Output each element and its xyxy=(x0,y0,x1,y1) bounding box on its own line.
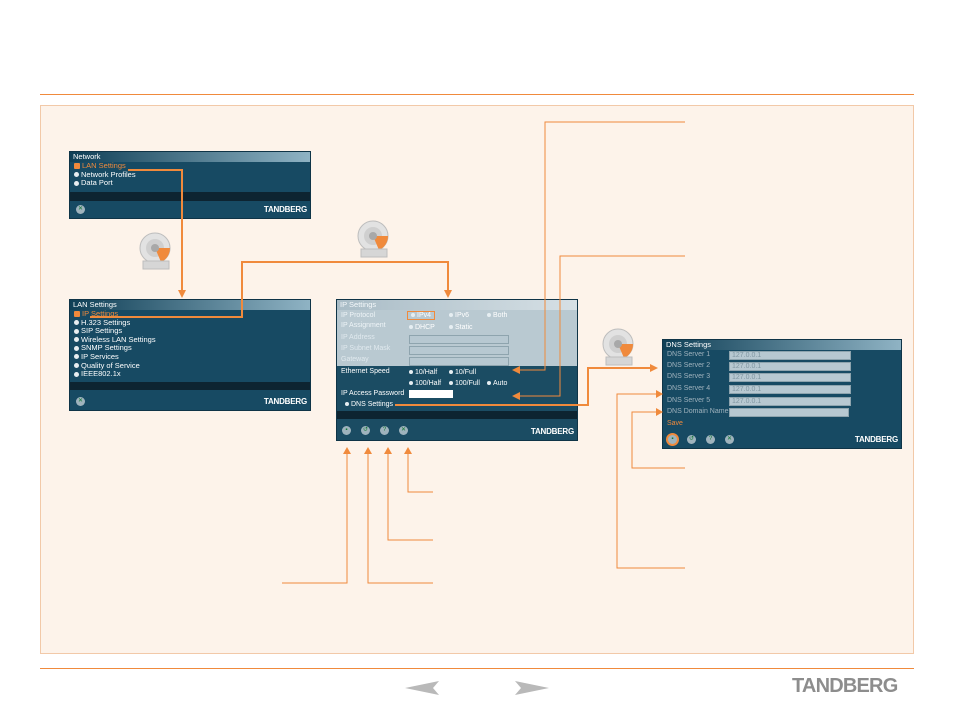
help-icon[interactable]: ? xyxy=(380,426,389,435)
option-label: Auto xyxy=(493,380,508,387)
menu-item-quality-of-service[interactable]: Quality of Service xyxy=(70,360,310,371)
header-rule xyxy=(40,94,914,95)
ip-address-field[interactable] xyxy=(409,335,509,344)
menu-item-label: SNMP Settings xyxy=(81,343,132,353)
menu-item-network-profiles[interactable]: Network Profiles xyxy=(70,169,310,180)
menu-item-label: Wireless LAN Settings xyxy=(81,334,156,344)
ip-protocol-ipv4[interactable]: IPv4 xyxy=(407,311,436,320)
menu-item-ip-services[interactable]: IP Services xyxy=(70,351,310,362)
dns-server-5-label: DNS Server 5 xyxy=(667,397,711,404)
menu-item-sip-settings[interactable]: SIP Settings xyxy=(70,326,310,336)
network-menu: Network LAN Settings Network Profiles Da… xyxy=(70,152,310,218)
dns-server-1-field[interactable]: 127.0.0.1 xyxy=(729,351,851,360)
close-icon[interactable]: ✕ xyxy=(725,435,734,444)
ip-access-password-field[interactable] xyxy=(409,390,453,398)
speed-10-half[interactable]: 10/Half xyxy=(409,369,437,376)
dns-server-3-label: DNS Server 3 xyxy=(667,373,711,380)
menu-item-h323-settings[interactable]: H.323 Settings xyxy=(70,317,310,328)
dns-settings-link[interactable]: DNS Settings xyxy=(345,401,393,408)
option-label: IPv6 xyxy=(455,312,470,319)
dns-server-5-field[interactable]: 127.0.0.1 xyxy=(729,397,851,406)
option-label: DHCP xyxy=(415,324,435,331)
remote-control-icon xyxy=(357,220,389,258)
menu-item-lan-settings[interactable]: LAN Settings xyxy=(70,161,310,171)
option-label: 10/Full xyxy=(455,369,477,376)
help-icon[interactable]: ? xyxy=(706,435,715,444)
speed-100-full[interactable]: 100/Full xyxy=(449,380,480,387)
close-icon[interactable]: ✕ xyxy=(76,205,85,214)
close-icon[interactable]: ✕ xyxy=(76,397,85,406)
save-icon[interactable]: ▪ xyxy=(342,426,351,435)
dns-server-2-field[interactable]: 127.0.0.1 xyxy=(729,362,851,371)
menu-item-label: SIP Settings xyxy=(81,326,123,336)
ip-protocol-ipv6[interactable]: IPv6 xyxy=(449,312,469,319)
menu-item-snmp-settings[interactable]: SNMP Settings xyxy=(70,344,310,353)
close-icon[interactable]: ✕ xyxy=(399,426,408,435)
ip-protocol-label: IP Protocol xyxy=(341,312,376,319)
dns-domain-name-field[interactable] xyxy=(729,408,849,417)
reset-icon[interactable]: ↺ xyxy=(361,426,370,435)
network-menu-title: Network xyxy=(70,152,310,162)
option-label: DNS Settings xyxy=(351,401,394,408)
menu-item-label: LAN Settings xyxy=(82,161,126,170)
ip-menu-title: IP Settings xyxy=(337,300,577,310)
dns-server-2-label: DNS Server 2 xyxy=(667,362,711,369)
dns-menu-title: DNS Settings xyxy=(663,340,901,350)
speed-10-full[interactable]: 10/Full xyxy=(449,369,476,376)
footer-rule xyxy=(40,668,914,669)
ip-address-label: IP Address xyxy=(341,334,375,341)
option-label: 10/Half xyxy=(415,369,438,376)
ethernet-speed-label: Ethernet Speed xyxy=(341,368,390,375)
ip-subnet-field[interactable] xyxy=(409,346,509,355)
dns-server-3-field[interactable]: 127.0.0.1 xyxy=(729,373,851,382)
reset-icon[interactable]: ↺ xyxy=(687,435,696,444)
dns-server-4-field[interactable]: 127.0.0.1 xyxy=(729,385,851,394)
ip-protocol-both[interactable]: Both xyxy=(487,312,507,319)
left-arrow-icon[interactable] xyxy=(405,681,439,700)
ip-subnet-label: IP Subnet Mask xyxy=(341,345,391,352)
menu-item-data-port[interactable]: Data Port xyxy=(70,178,310,188)
brand-logo: TANDBERG xyxy=(530,427,574,436)
ip-assignment-dhcp[interactable]: DHCP xyxy=(409,324,435,331)
ip-assignment-label: IP Assignment xyxy=(341,322,386,329)
gateway-field[interactable] xyxy=(409,357,509,366)
menu-item-label: Quality of Service xyxy=(81,360,140,370)
menu-item-label: H.323 Settings xyxy=(81,317,131,327)
remote-control-icon xyxy=(602,328,634,366)
dns-server-1-label: DNS Server 1 xyxy=(667,351,711,358)
dns-domain-name-label: DNS Domain Name xyxy=(667,408,729,415)
right-arrow-icon[interactable] xyxy=(515,681,549,700)
gateway-label: Gateway xyxy=(341,356,369,363)
ip-assignment-static[interactable]: Static xyxy=(449,324,473,331)
menu-item-label: IEEE802.1x xyxy=(81,369,121,379)
menu-bottom-bar xyxy=(337,411,577,419)
menu-item-label: Network Profiles xyxy=(81,169,136,179)
option-label: 100/Full xyxy=(455,380,480,387)
menu-item-ieee8021x[interactable]: IEEE802.1x xyxy=(70,369,310,379)
brand-logo: TANDBERG xyxy=(854,435,898,444)
ip-settings-menu: IP Settings IP Protocol IPv4 IPv6 Both I… xyxy=(337,300,577,440)
save-icon[interactable]: ▪ xyxy=(668,435,677,444)
brand-logo: TANDBERG xyxy=(263,205,307,214)
ip-access-password-label: IP Access Password xyxy=(341,390,405,397)
option-label: IPv4 xyxy=(417,312,432,319)
option-label: 100/Half xyxy=(415,380,442,387)
brand-logo: TANDBERG xyxy=(263,397,307,406)
menu-bottom-bar xyxy=(663,420,901,429)
menu-bottom-bar xyxy=(70,382,310,390)
menu-bottom-bar xyxy=(70,192,310,201)
option-label: Static xyxy=(455,324,473,331)
brand-logo: TANDBERG xyxy=(792,675,898,697)
menu-item-label: IP Services xyxy=(81,351,119,361)
speed-auto[interactable]: Auto xyxy=(487,380,507,387)
speed-100-half[interactable]: 100/Half xyxy=(409,380,441,387)
dns-settings-menu: DNS Settings DNS Server 1 127.0.0.1 DNS … xyxy=(663,340,901,448)
dns-server-4-label: DNS Server 4 xyxy=(667,385,711,392)
option-label: Both xyxy=(493,312,508,319)
lan-settings-menu: LAN Settings IP Settings H.323 Settings … xyxy=(70,300,310,410)
remote-control-icon xyxy=(139,232,171,270)
menu-item-label: Data Port xyxy=(81,178,113,188)
menu-item-wireless-lan-settings[interactable]: Wireless LAN Settings xyxy=(70,334,310,345)
